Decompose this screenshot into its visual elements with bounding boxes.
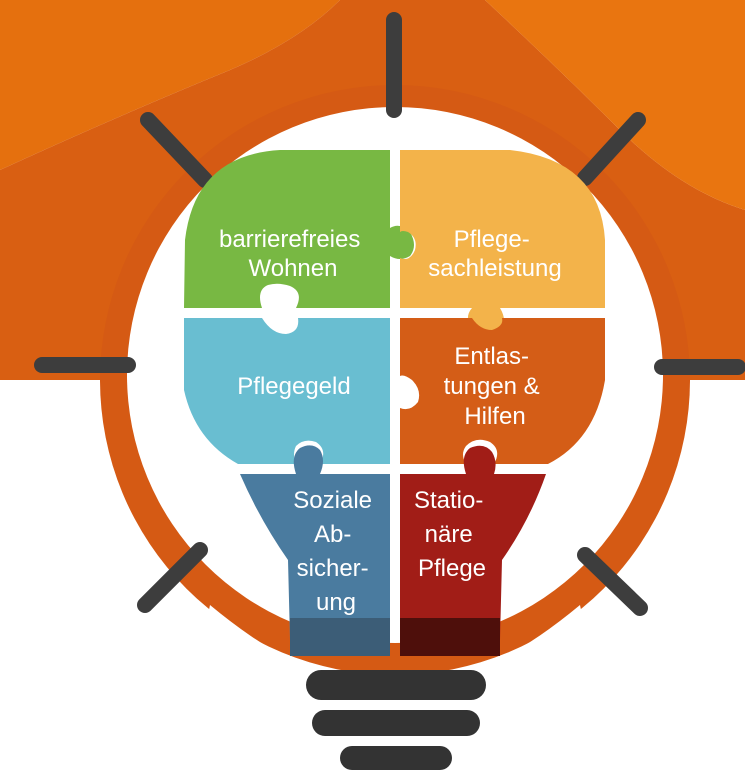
label-pflegesachleistung: Pflege- sachleistung — [428, 226, 561, 282]
background-shape-right — [485, 0, 745, 210]
piece-soziale-absicherung-shade — [290, 618, 390, 656]
ray-lower-left — [137, 542, 208, 613]
background-shape-left — [0, 0, 340, 170]
piece-stationaere-pflege-shade — [400, 618, 500, 656]
label-soziale-absicherung: Soziale Ab- sicher- ung — [293, 487, 378, 616]
ray-upper-left — [140, 112, 213, 188]
label-entlastungen-hilfen: Entlas- tungen & Hilfen — [444, 343, 547, 430]
ray-lower-right — [577, 547, 648, 616]
light-rays — [34, 12, 745, 616]
labels: barrierefreies Wohnen Pflege- sachleistu… — [219, 226, 562, 616]
puzzle — [184, 150, 605, 656]
label-barrierefreies-wohnen: barrierefreies Wohnen — [219, 226, 367, 282]
piece-pflegesachleistung[interactable] — [400, 150, 605, 335]
piece-stationaere-pflege[interactable] — [400, 445, 546, 656]
label-stationaere-pflege: Statio- näre Pflege — [414, 487, 490, 582]
piece-soziale-absicherung[interactable] — [240, 445, 390, 656]
socket-ring-1 — [306, 670, 486, 700]
bulb-socket — [306, 670, 486, 770]
label-pflegegeld: Pflegegeld — [237, 373, 350, 400]
piece-barrierefreies-wohnen[interactable] — [184, 150, 414, 308]
piece-pflegegeld[interactable] — [184, 318, 390, 464]
bulb-ring-gap — [190, 605, 600, 700]
ray-upper-right — [577, 112, 646, 186]
piece-entlastungen-hilfen[interactable] — [400, 318, 605, 464]
socket-tip — [340, 746, 452, 770]
socket-ring-2 — [312, 710, 480, 736]
